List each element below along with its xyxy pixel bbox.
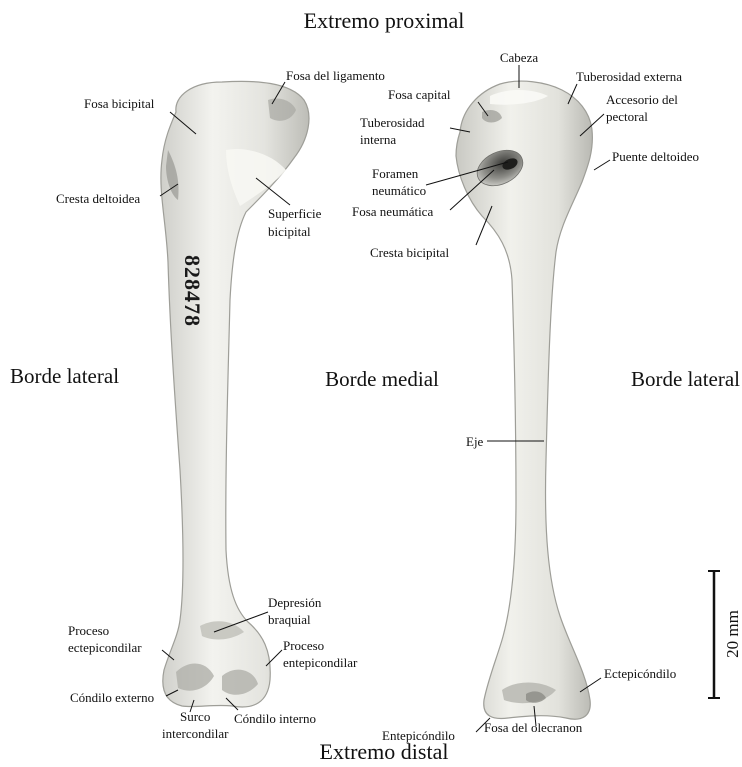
heading-proximal: Extremo proximal bbox=[304, 8, 465, 33]
label-proc-ente-l1: Proceso bbox=[283, 638, 324, 653]
label-proc-ente-l2: entepicondilar bbox=[283, 655, 358, 670]
label-foramen-l2: neumático bbox=[372, 183, 426, 198]
right-humerus bbox=[456, 81, 592, 719]
right-humerus-outline bbox=[456, 81, 592, 719]
label-fosa-olecranon: Fosa del olecranon bbox=[484, 720, 583, 735]
heading-border-lateral-right: Borde lateral bbox=[631, 367, 740, 391]
label-condilo-interno: Cóndilo interno bbox=[234, 711, 316, 726]
scale-bar-label: 20 mm bbox=[723, 610, 742, 658]
specimen-number: 828478 bbox=[180, 255, 205, 327]
label-eje: Eje bbox=[466, 434, 484, 449]
label-ectepicondilo: Ectepicóndilo bbox=[604, 666, 676, 681]
label-puente-deltoideo: Puente deltoideo bbox=[612, 149, 699, 164]
label-acc-pectoral-l1: Accesorio del bbox=[606, 92, 678, 107]
label-tub-interna-l1: Tuberosidad bbox=[360, 115, 425, 130]
label-fosa-neumatica: Fosa neumática bbox=[352, 204, 433, 219]
heading-border-medial: Borde medial bbox=[325, 367, 439, 391]
label-fosa-capital: Fosa capital bbox=[388, 87, 451, 102]
label-proc-ecte-l1: Proceso bbox=[68, 623, 109, 638]
label-depresion-l1: Depresión bbox=[268, 595, 322, 610]
label-fosa-ligamento: Fosa del ligamento bbox=[286, 68, 385, 83]
label-depresion-l2: braquial bbox=[268, 612, 311, 627]
label-cresta-bicipital: Cresta bicipital bbox=[370, 245, 449, 260]
label-fosa-bicipital: Fosa bicipital bbox=[84, 96, 155, 111]
label-tub-externa: Tuberosidad externa bbox=[576, 69, 682, 84]
label-condilo-externo: Cóndilo externo bbox=[70, 690, 154, 705]
leader-puente-deltoideo bbox=[594, 160, 610, 170]
heading-border-lateral-left: Borde lateral bbox=[10, 364, 119, 388]
label-superficie-l2: bicipital bbox=[268, 224, 311, 239]
label-entepicondilo: Entepicóndilo bbox=[382, 728, 455, 743]
label-cabeza: Cabeza bbox=[500, 50, 538, 65]
label-surco-l1: Surco bbox=[180, 709, 210, 724]
label-cresta-deltoidea: Cresta deltoidea bbox=[56, 191, 140, 206]
label-superficie-l1: Superficie bbox=[268, 206, 322, 221]
label-tub-interna-l2: interna bbox=[360, 132, 396, 147]
label-foramen-l1: Foramen bbox=[372, 166, 419, 181]
label-acc-pectoral-l2: pectoral bbox=[606, 109, 648, 124]
label-surco-l2: intercondilar bbox=[162, 726, 229, 741]
label-proc-ecte-l2: ectepicondilar bbox=[68, 640, 142, 655]
scale-bar: 20 mm bbox=[708, 571, 742, 698]
